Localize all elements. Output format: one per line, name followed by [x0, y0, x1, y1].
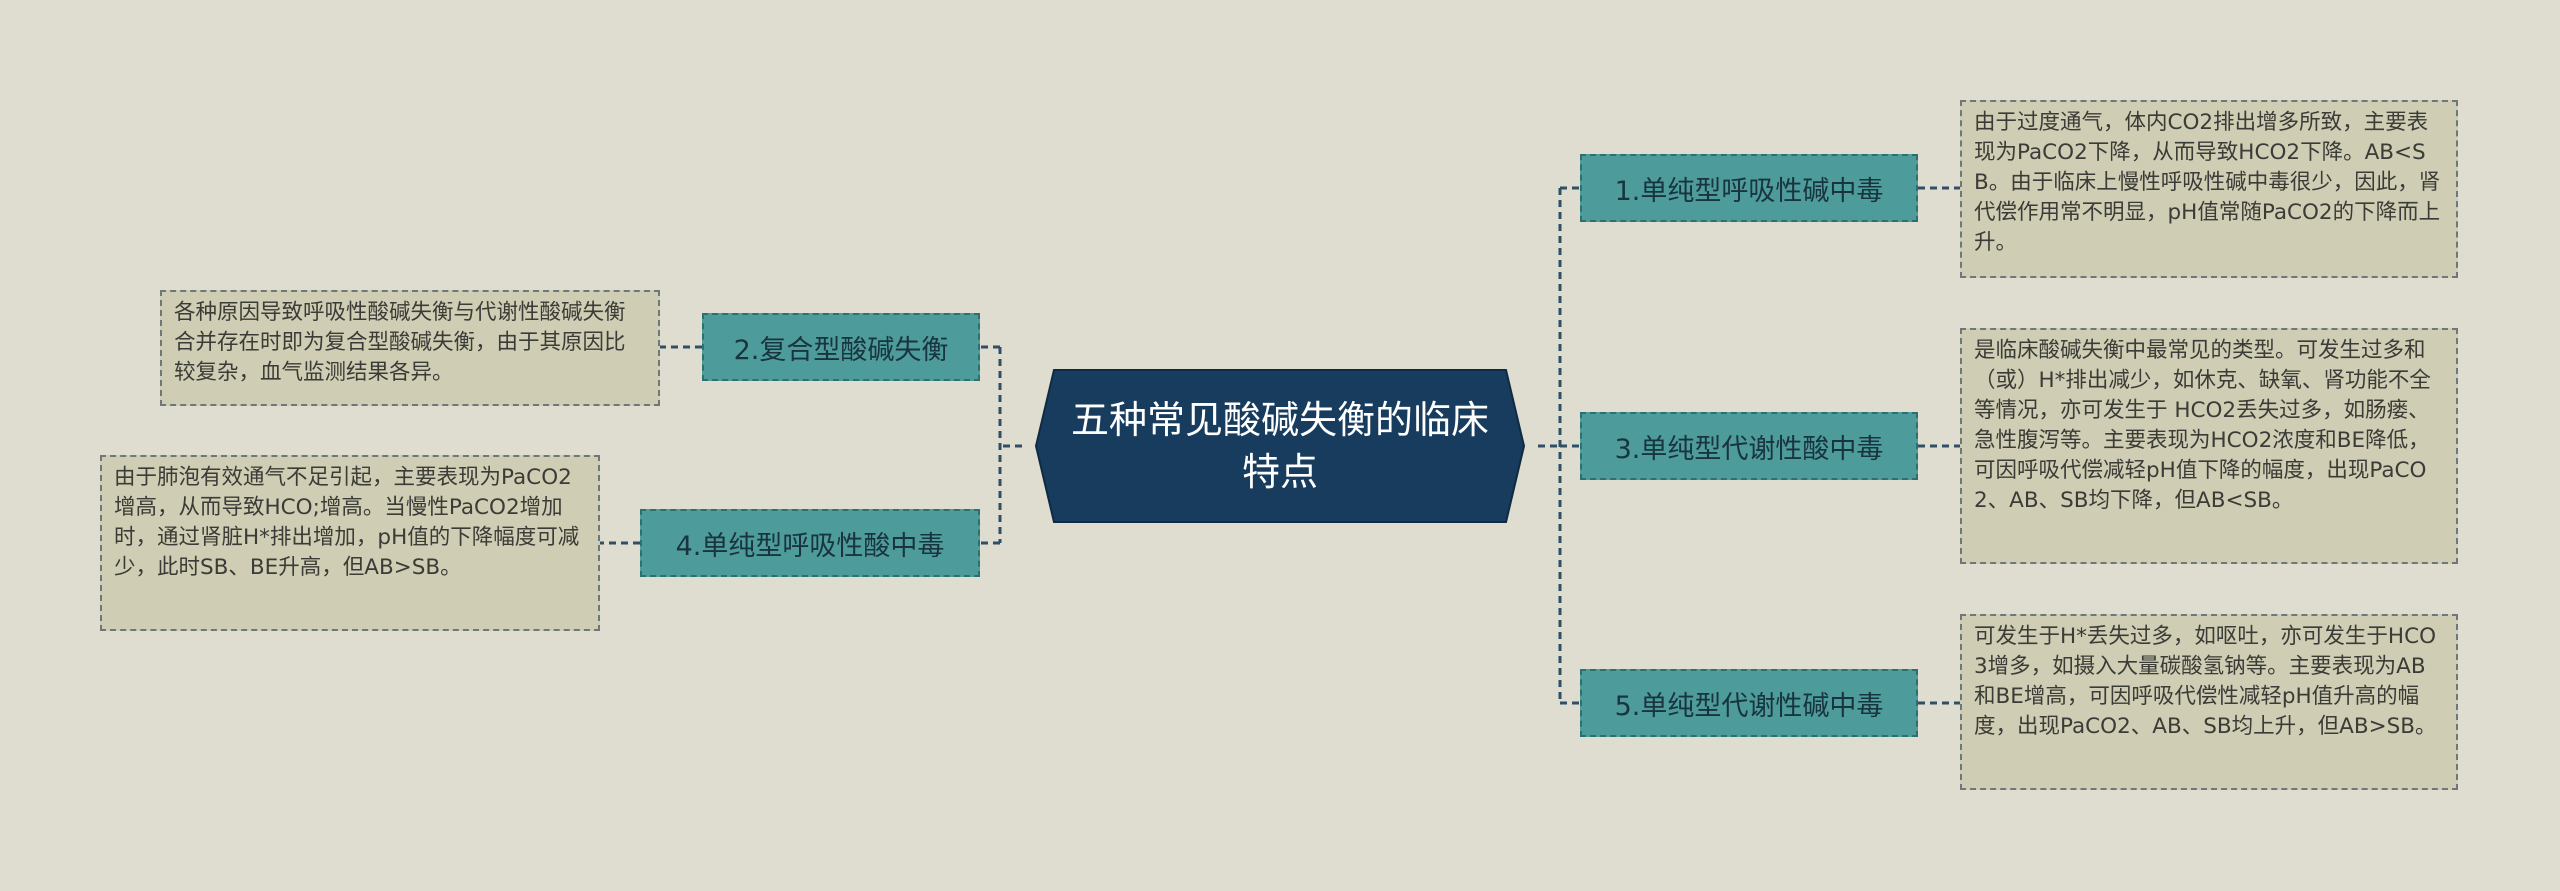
center-topic[interactable]: 五种常见酸碱失衡的临床特点: [1070, 398, 1489, 494]
branch-mixed-acid-base[interactable]: 2.复合型酸碱失衡: [702, 313, 980, 381]
branch-metabolic-alkalosis[interactable]: 5.单纯型代谢性碱中毒: [1580, 669, 1918, 737]
note-metabolic-acidosis: 是临床酸碱失衡中最常见的类型。可发生过多和（或）H*排出减少，如休克、缺氧、肾功…: [1960, 328, 2458, 564]
branch-respiratory-acidosis[interactable]: 4.单纯型呼吸性酸中毒: [640, 509, 980, 577]
note-respiratory-alkalosis: 由于过度通气，体内CO2排出增多所致，主要表现为PaCO2下降，从而导致HCO2…: [1960, 100, 2458, 278]
note-metabolic-alkalosis: 可发生于H*丢失过多，如呕吐，亦可发生于HCO3增多，如摄入大量碳酸氢钠等。主要…: [1960, 614, 2458, 790]
note-mixed-acid-base: 各种原因导致呼吸性酸碱失衡与代谢性酸碱失衡合并存在时即为复合型酸碱失衡，由于其原…: [160, 290, 660, 406]
center-hexagon: [1034, 369, 1526, 523]
branch-respiratory-alkalosis[interactable]: 1.单纯型呼吸性碱中毒: [1580, 154, 1918, 222]
branch-metabolic-acidosis[interactable]: 3.单纯型代谢性酸中毒: [1580, 412, 1918, 480]
note-respiratory-acidosis: 由于肺泡有效通气不足引起，主要表现为PaCO2增高，从而导致HCO;增高。当慢性…: [100, 455, 600, 631]
